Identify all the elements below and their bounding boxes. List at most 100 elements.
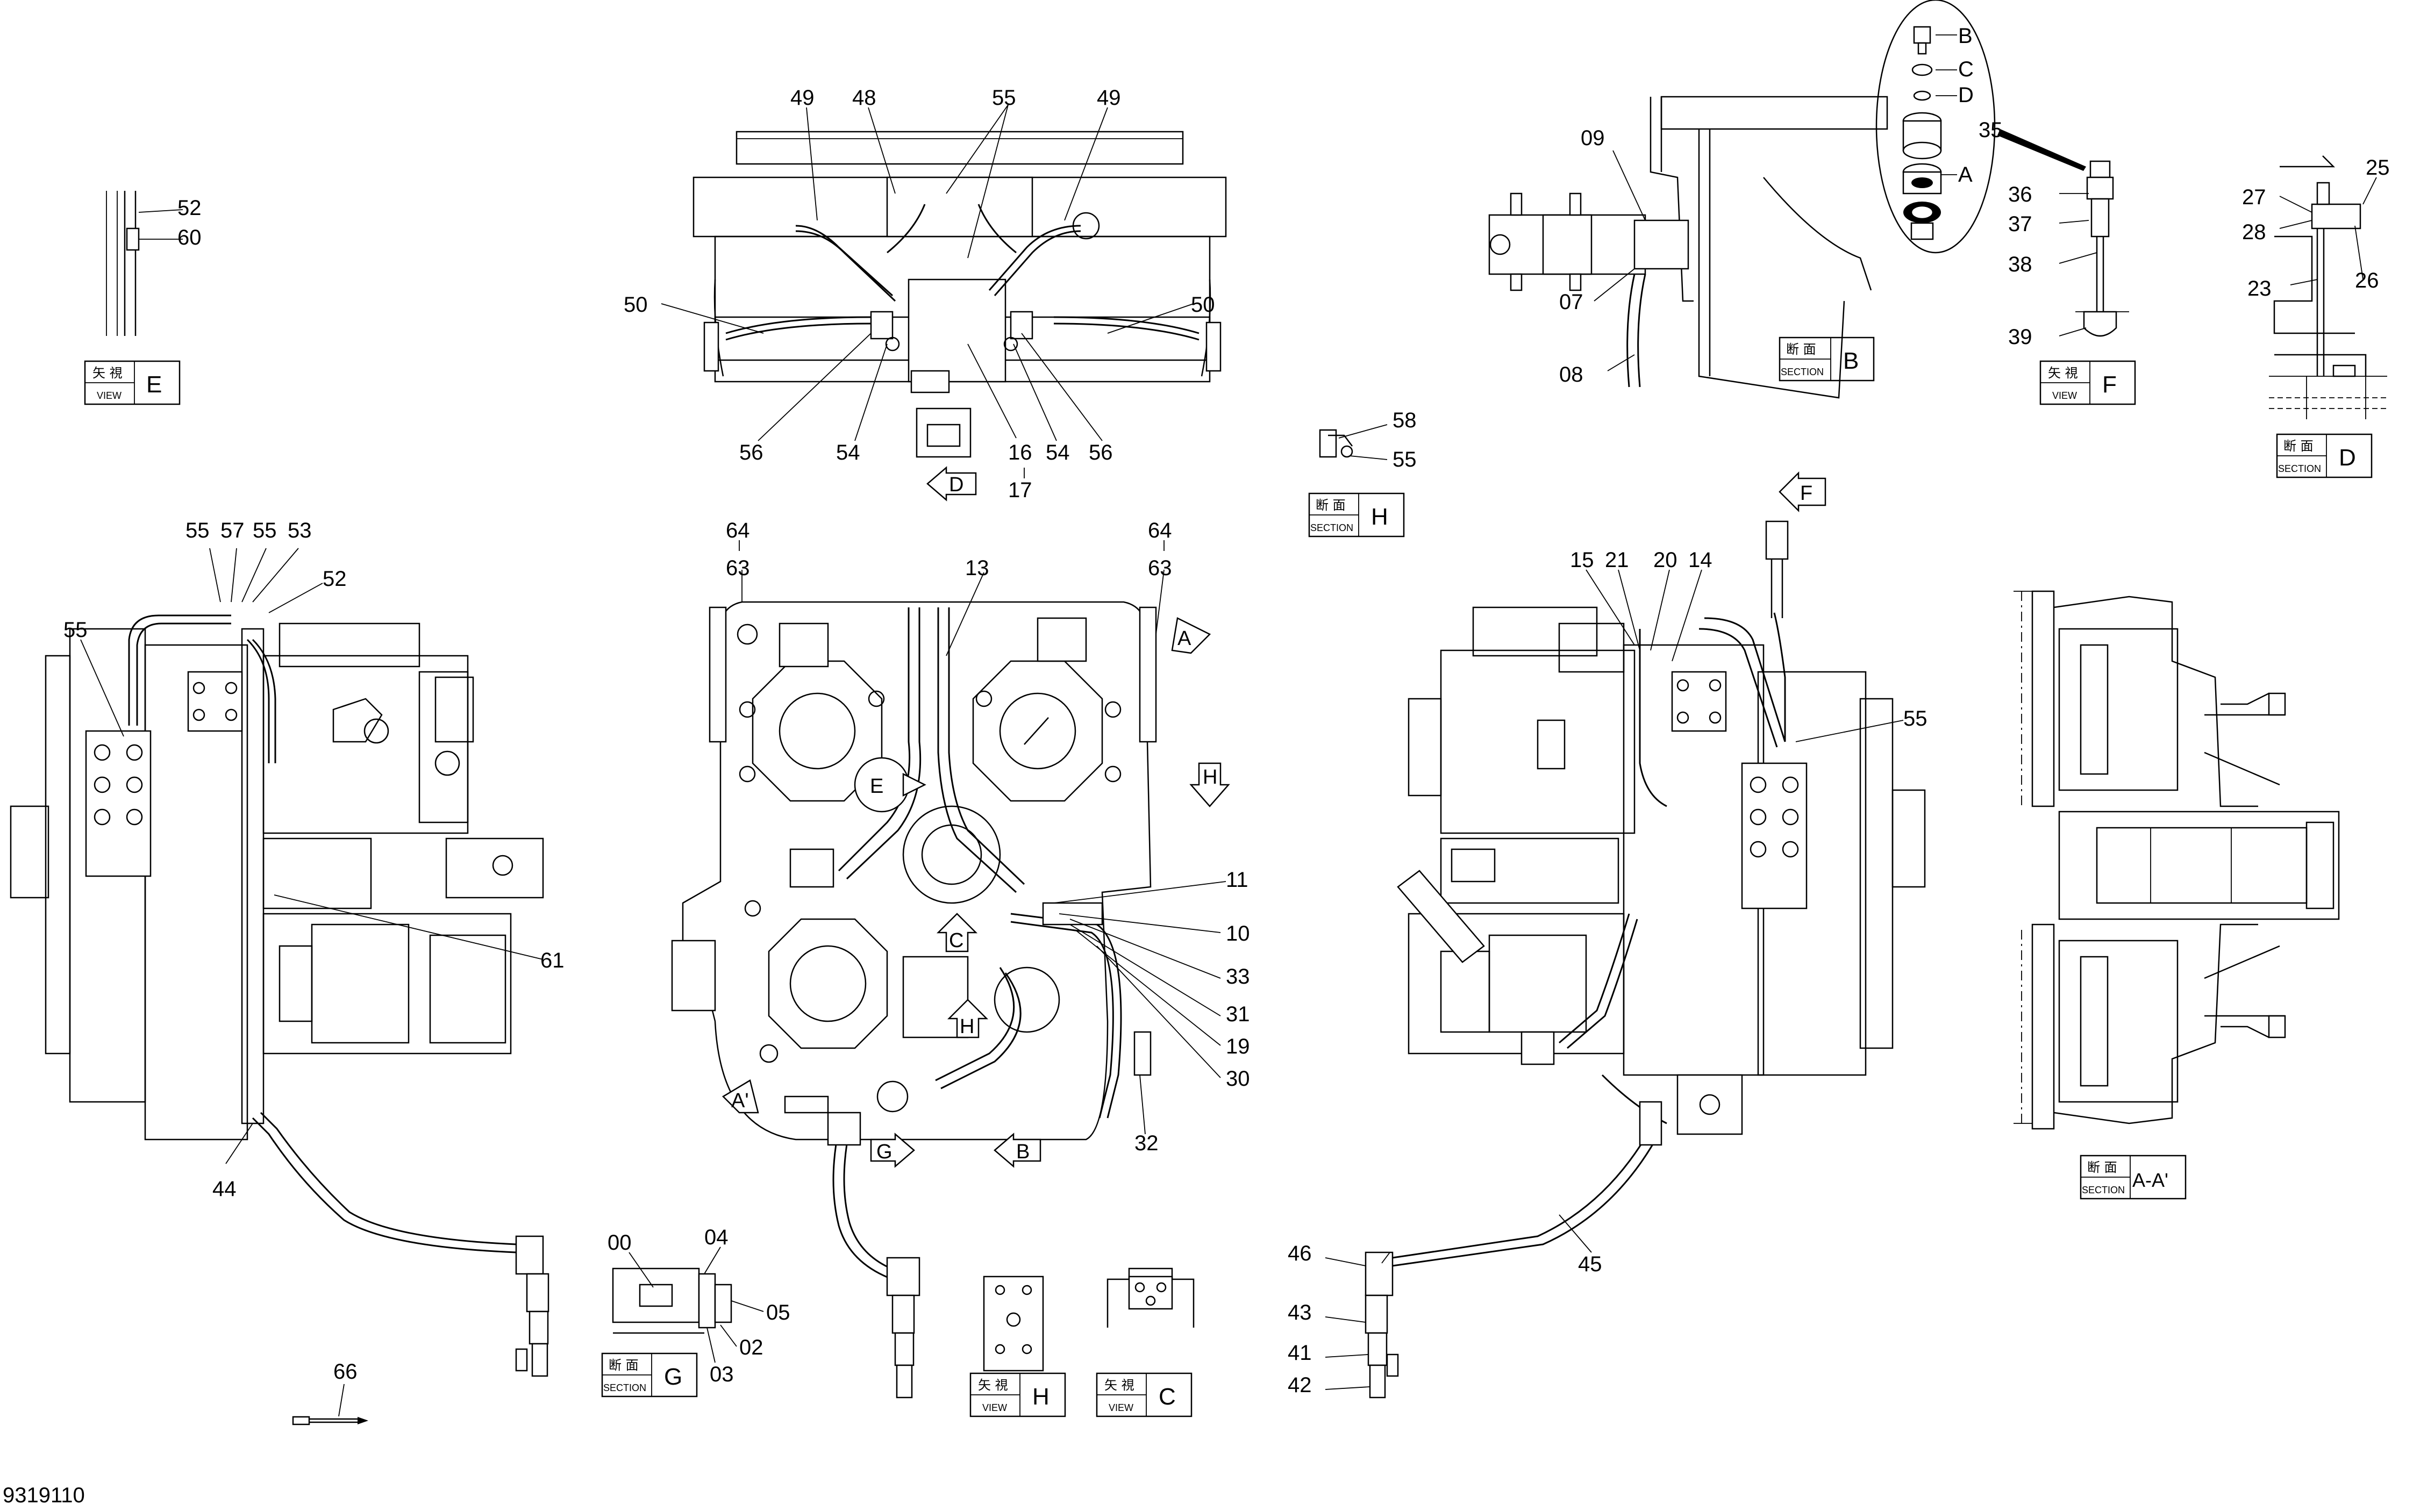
svg-text:VIEW: VIEW xyxy=(97,390,122,401)
svg-text:断 面: 断 面 xyxy=(1316,498,1346,513)
arrow-f: F xyxy=(1779,471,1826,513)
label-57: 57 xyxy=(220,519,245,542)
arrow-a-left: A' xyxy=(722,1079,759,1114)
svg-text:A': A' xyxy=(731,1090,749,1112)
pin-detail: 66 xyxy=(292,1360,368,1425)
callout-d: D xyxy=(1958,83,1974,107)
svg-text:矢 視: 矢 視 xyxy=(978,1378,1008,1393)
section-tag-d: 断 面 SECTION D xyxy=(2276,433,2373,478)
section-h-detail: 58 55 断 面 SECTION H xyxy=(1308,409,1417,538)
svg-text:A: A xyxy=(1177,627,1191,650)
label-64-center-right: 64 xyxy=(1148,519,1172,542)
callout-a: A xyxy=(1958,163,1973,187)
view-tag-f: 矢 視 VIEW F xyxy=(2039,360,2136,405)
svg-text:SECTION: SECTION xyxy=(2082,1185,2125,1195)
arrow-a-right: A xyxy=(1171,617,1211,654)
arrow-h-right: H xyxy=(1189,762,1230,807)
label-54-top-right: 54 xyxy=(1046,441,1070,464)
label-33: 33 xyxy=(1226,965,1250,988)
label-00: 00 xyxy=(608,1231,632,1255)
label-56-top-right: 56 xyxy=(1089,441,1113,464)
svg-text:B: B xyxy=(1843,348,1859,374)
label-39: 39 xyxy=(2008,325,2032,349)
view-h-plate: 矢 視 VIEW H xyxy=(969,1275,1066,1417)
svg-text:SECTION: SECTION xyxy=(2278,463,2321,474)
section-g-detail: 00 04 05 02 03 断 面 SECTION G xyxy=(601,1226,790,1398)
left-side-view: 55 55 57 55 53 52 61 44 xyxy=(10,519,565,1377)
view-tag-e: 矢 視 VIEW E xyxy=(84,360,181,405)
svg-text:VIEW: VIEW xyxy=(982,1402,1007,1413)
label-35: 35 xyxy=(1979,118,2003,142)
label-48-top: 48 xyxy=(852,86,876,110)
view-c-plate: 矢 視 VIEW C xyxy=(1096,1267,1195,1417)
label-26: 26 xyxy=(2355,269,2379,292)
svg-text:断 面: 断 面 xyxy=(1786,342,1816,357)
label-63-center-right: 63 xyxy=(1148,556,1172,580)
label-20: 20 xyxy=(1653,548,1677,572)
svg-text:B: B xyxy=(1016,1141,1030,1163)
label-55-left-c: 55 xyxy=(253,519,277,542)
top-plan-view: D 49 48 55 49 50 50 56 54 16 17 54 56 xyxy=(624,86,1227,502)
label-25: 25 xyxy=(2366,156,2390,180)
svg-text:C: C xyxy=(1159,1384,1176,1410)
arrow-d: D xyxy=(926,466,977,501)
label-38: 38 xyxy=(2008,253,2032,276)
label-66: 66 xyxy=(333,1360,358,1384)
svg-text:A-A': A-A' xyxy=(2132,1169,2168,1191)
label-53: 53 xyxy=(288,519,312,542)
svg-text:断 面: 断 面 xyxy=(2283,439,2314,454)
label-11: 11 xyxy=(1226,868,1248,892)
section-tag-aa: 断 面 SECTION A-A' xyxy=(2080,1155,2187,1200)
label-17-top: 17 xyxy=(1008,478,1032,502)
svg-text:G: G xyxy=(664,1364,682,1390)
label-49-top-right: 49 xyxy=(1097,86,1121,110)
svg-text:VIEW: VIEW xyxy=(2052,390,2077,401)
label-49-top-left: 49 xyxy=(790,86,815,110)
label-15: 15 xyxy=(1570,548,1594,572)
label-46: 46 xyxy=(1288,1242,1312,1265)
svg-text:SECTION: SECTION xyxy=(1781,367,1824,377)
label-04: 04 xyxy=(704,1226,729,1249)
svg-text:G: G xyxy=(876,1141,893,1163)
label-55-left-a: 55 xyxy=(63,618,88,642)
label-54-top-left: 54 xyxy=(836,441,860,464)
drawing-number: 9319110 xyxy=(3,1484,85,1507)
view-tag-h: 矢 視 VIEW H xyxy=(969,1372,1066,1417)
svg-text:E: E xyxy=(146,371,162,398)
label-58: 58 xyxy=(1393,409,1417,432)
view-e-detail: 52 60 矢 視 VIEW E xyxy=(84,191,202,405)
label-08: 08 xyxy=(1559,363,1583,386)
svg-text:SECTION: SECTION xyxy=(603,1382,646,1393)
label-03: 03 xyxy=(710,1363,734,1386)
label-55-top: 55 xyxy=(992,86,1016,110)
label-28: 28 xyxy=(2242,220,2266,244)
label-50-top-right: 50 xyxy=(1191,293,1215,317)
label-36: 36 xyxy=(2008,183,2032,206)
label-60-view-e: 60 xyxy=(177,226,202,249)
label-42: 42 xyxy=(1288,1373,1312,1397)
svg-text:F: F xyxy=(1800,482,1812,505)
svg-text:H: H xyxy=(960,1015,974,1038)
svg-text:F: F xyxy=(2102,371,2117,398)
label-44: 44 xyxy=(212,1177,237,1201)
label-30: 30 xyxy=(1226,1067,1250,1091)
arrow-c: C xyxy=(936,913,978,952)
label-37: 37 xyxy=(2008,212,2032,236)
right-side-view: F xyxy=(1288,471,1927,1399)
label-50-top-left: 50 xyxy=(624,293,648,317)
svg-text:E: E xyxy=(870,775,883,798)
label-52-view-e: 52 xyxy=(177,196,202,220)
svg-text:H: H xyxy=(1371,504,1388,530)
arrow-e: E xyxy=(854,757,926,813)
svg-text:H: H xyxy=(1203,766,1217,789)
section-tag-b: 断 面 SECTION B xyxy=(1779,336,1875,382)
label-64-center-left: 64 xyxy=(726,519,750,542)
label-05: 05 xyxy=(766,1301,790,1324)
section-b-detail: 09 07 08 断 面 SECTION B xyxy=(1488,96,1888,399)
label-55-left-b: 55 xyxy=(185,519,210,542)
section-tag-h: 断 面 SECTION H xyxy=(1308,492,1405,538)
label-27: 27 xyxy=(2242,185,2266,209)
label-41: 41 xyxy=(1288,1341,1312,1365)
exploded-bolt-detail: B C D A 35 xyxy=(1875,0,2086,254)
